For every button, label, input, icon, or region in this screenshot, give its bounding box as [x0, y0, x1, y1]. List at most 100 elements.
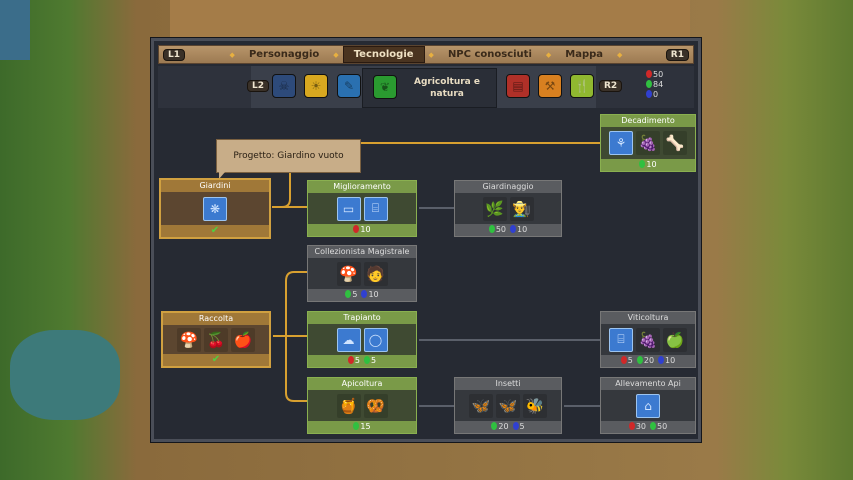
- background-cliff: [170, 0, 690, 38]
- project-tooltip: Progetto: Giardino vuoto: [216, 139, 361, 179]
- honey-pot-icon[interactable]: 🍯: [336, 393, 361, 418]
- tech-node-giardini[interactable]: Giardini❋✔: [159, 178, 271, 239]
- tech-point-gem-icon: [646, 80, 652, 88]
- tech-node-unlocks: ☁◯: [308, 324, 416, 355]
- tech-point-gem-icon: [510, 225, 516, 233]
- r1-button[interactable]: R1: [665, 49, 689, 61]
- background-river: [0, 0, 30, 60]
- tech-node-footer: 5 10: [308, 289, 416, 301]
- bone-icon[interactable]: 🦴: [663, 131, 687, 155]
- tab-npc-conosciuti[interactable]: NPC conosciuti: [447, 49, 532, 60]
- tech-node-footer: ✔: [163, 354, 269, 366]
- sun-category-icon[interactable]: ☀: [304, 74, 328, 98]
- tree-blueprint-icon[interactable]: ☁: [336, 327, 361, 352]
- checkmark-icon: ✔: [210, 225, 220, 236]
- r2-button[interactable]: R2: [599, 80, 623, 92]
- hops-icon[interactable]: 🍏: [663, 327, 687, 352]
- tech-node-miglioramento[interactable]: Miglioramento▭⌸10: [307, 180, 417, 237]
- cost-item: 20: [636, 355, 654, 367]
- tech-node-title: Decadimento: [601, 115, 695, 127]
- l1-button[interactable]: L1: [163, 49, 185, 61]
- grapes-icon[interactable]: 🍇: [636, 327, 660, 352]
- skull-category-icon[interactable]: ☠: [272, 74, 296, 98]
- mushroom-icon[interactable]: 🍄: [177, 327, 201, 352]
- tech-node-footer: 10: [308, 224, 416, 236]
- herb-book-icon[interactable]: 🌿: [482, 196, 507, 221]
- cost-value: 5: [354, 356, 360, 365]
- tech-node-title: Insetti: [455, 378, 561, 390]
- beeswax-icon[interactable]: 🥨: [363, 393, 388, 418]
- garden-blueprint-icon[interactable]: ❋: [203, 196, 227, 221]
- tech-node-unlocks: 🌿👨‍🌾: [455, 193, 561, 224]
- resource-counter: 0: [646, 90, 658, 99]
- cost-item: 30: [628, 421, 646, 433]
- tech-node-footer: ✔: [161, 225, 269, 237]
- cost-item: 5: [620, 355, 633, 367]
- apple-icon[interactable]: 🍎: [231, 327, 255, 352]
- tab-mappa[interactable]: Mappa: [565, 49, 604, 60]
- tech-point-gem-icon: [353, 225, 360, 233]
- blueprint-icon[interactable]: ⚘: [609, 131, 633, 155]
- tab-separator-icon: ◆: [617, 50, 623, 59]
- book-category-icon[interactable]: ▤: [506, 74, 530, 98]
- berries-icon[interactable]: 🍒: [204, 327, 228, 352]
- gardener-icon[interactable]: 👨‍🌾: [509, 196, 534, 221]
- cost-item: 5: [345, 289, 357, 301]
- mushroom-icon[interactable]: 🍄: [336, 261, 361, 286]
- tech-point-gem-icon: [345, 290, 352, 298]
- tech-node-unlocks: ⌸🍇🍏: [601, 324, 695, 355]
- tech-node-unlocks: 🍄🍒🍎: [163, 325, 269, 354]
- resource-value: 84: [653, 80, 664, 89]
- cost-value: 10: [368, 290, 379, 299]
- cutlery-category-icon[interactable]: 🍴: [570, 74, 594, 98]
- cost-item: 15: [353, 421, 371, 433]
- tech-point-gem-icon: [347, 356, 354, 364]
- tech-node-apicoltura[interactable]: Apicoltura 🍯🥨 15: [307, 377, 417, 434]
- cost-item: 10: [639, 159, 657, 171]
- tech-node-title: Allevamento Api: [601, 378, 695, 390]
- tools-category-icon[interactable]: ⚒: [538, 74, 562, 98]
- background-pond: [10, 330, 120, 420]
- tab-separator-icon: ◆: [333, 50, 339, 59]
- collector-icon[interactable]: 🧑: [363, 261, 388, 286]
- bee-icon[interactable]: 🐝: [523, 393, 547, 418]
- tech-node-decadimento[interactable]: Decadimento ⚘🍇🦴 10: [600, 114, 696, 172]
- tech-node-unlocks: 🍄🧑: [308, 258, 416, 289]
- moth-icon[interactable]: 🦋: [496, 393, 520, 418]
- cost-value: 10: [665, 356, 676, 365]
- trellis-blueprint-icon[interactable]: ⌸: [609, 327, 633, 352]
- tech-point-gem-icon: [628, 422, 635, 430]
- feather-category-icon[interactable]: ✎: [337, 74, 361, 98]
- leaf-category-icon[interactable]: ❦: [373, 75, 397, 99]
- tooltip-text: Progetto: Giardino vuoto: [233, 151, 344, 161]
- tab-separator-icon: ◆: [428, 50, 434, 59]
- l2-button[interactable]: L2: [247, 80, 269, 92]
- apple-blueprint-icon[interactable]: ◯: [363, 327, 388, 352]
- tab-separator-icon: ◆: [229, 50, 235, 59]
- rotten-berries-icon[interactable]: 🍇: [636, 131, 660, 155]
- cost-value: 30: [635, 422, 646, 431]
- butterfly-icon[interactable]: 🦋: [469, 393, 493, 418]
- tech-node-title: Trapianto: [308, 312, 416, 324]
- resource-counter: 84: [646, 80, 663, 89]
- tech-node-unlocks: ⌂: [601, 390, 695, 421]
- beehive-blueprint-icon[interactable]: ⌂: [636, 393, 660, 418]
- tab-tecnologie[interactable]: Tecnologie: [342, 46, 425, 63]
- fence-blueprint-icon[interactable]: ⌸: [363, 196, 388, 221]
- bed-blueprint-icon[interactable]: ▭: [336, 196, 361, 221]
- cost-value: 5: [352, 290, 358, 299]
- tech-node-title: Apicoltura: [308, 378, 416, 390]
- tech-point-gem-icon: [639, 160, 646, 168]
- tech-point-gem-icon: [364, 356, 370, 364]
- tab-personaggio[interactable]: Personaggio: [248, 49, 320, 60]
- tech-node-unlocks: 🦋🦋🐝: [455, 390, 561, 421]
- tech-node-raccolta[interactable]: Raccolta🍄🍒🍎✔: [161, 311, 271, 368]
